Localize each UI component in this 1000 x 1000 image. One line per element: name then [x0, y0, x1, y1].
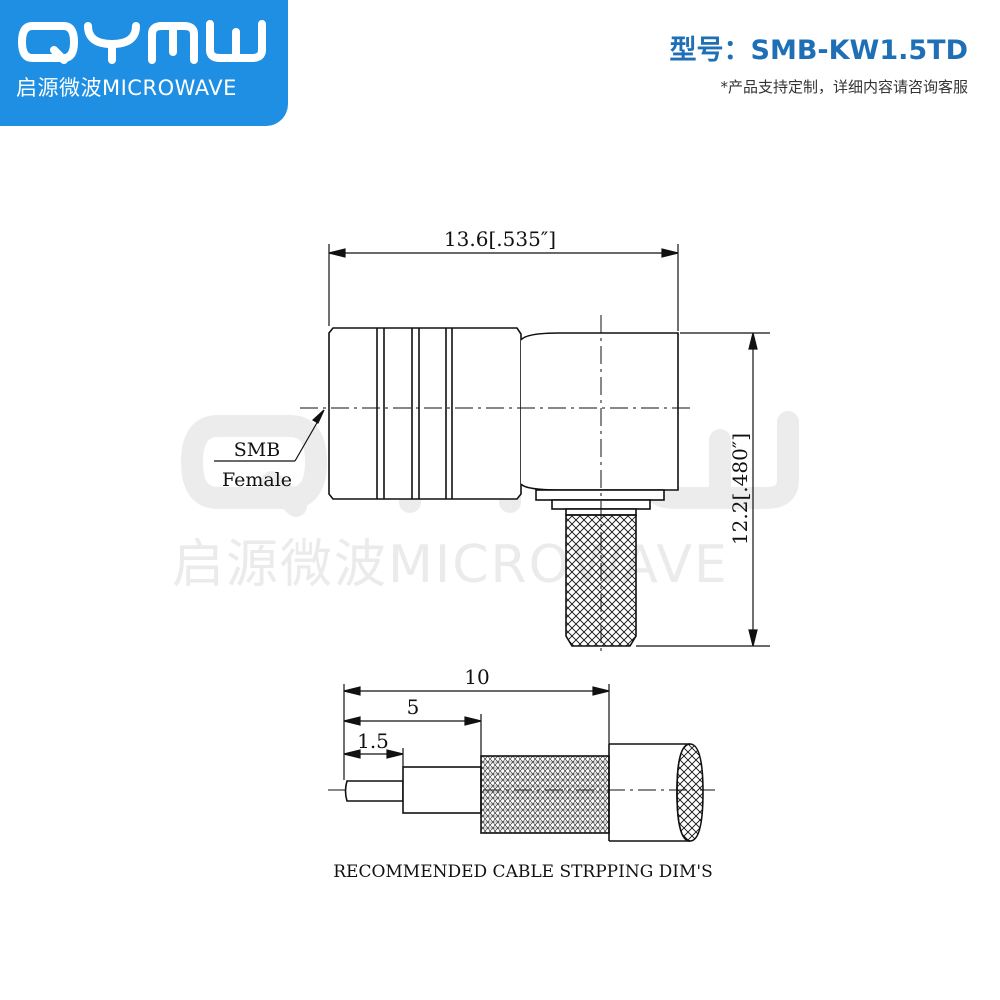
- cable-stripping-drawing: [344, 743, 704, 842]
- interface-label-line1: SMB: [234, 439, 280, 461]
- strip-dim-pin-label: 1.5: [357, 729, 389, 753]
- strip-dim-mid-label: 5: [407, 695, 420, 719]
- strip-dimensions: [343, 684, 610, 780]
- model-number: 型号：SMB-KW1.5TD: [669, 35, 968, 66]
- logo-mark-icon: [18, 20, 266, 64]
- interface-leader: [214, 409, 325, 462]
- strip-caption: RECOMMENDED CABLE STRPPING DIM'S: [333, 862, 713, 882]
- brand-subtitle: 启源微波MICROWAVE: [16, 76, 237, 100]
- width-dimension: [328, 244, 679, 331]
- height-dimension-label: 12.2[.480″]: [728, 433, 752, 545]
- connector-assembly: [328, 327, 679, 647]
- strip-dim-total-label: 10: [464, 665, 489, 689]
- height-dimension: [636, 332, 770, 647]
- interface-label-line2: Female: [222, 469, 292, 491]
- brand-logo: 启源微波MICROWAVE: [0, 0, 288, 126]
- width-dimension-label: 13.6[.535″]: [444, 227, 556, 251]
- customization-note: *产品支持定制，详细内容请咨询客服: [720, 78, 968, 96]
